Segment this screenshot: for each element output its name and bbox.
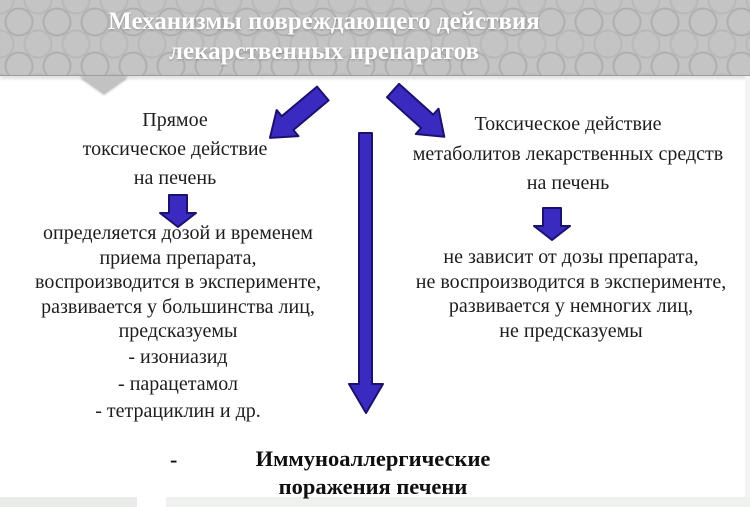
arrow-down-long-icon [348, 132, 384, 414]
arrow-down-left-icon [268, 85, 330, 139]
bottom-dash: - [170, 447, 178, 472]
bottom-heading-line1: Иммуноаллергические [255, 446, 491, 471]
slide-header: Механизмы повреждающего действия лекарст… [0, 0, 750, 76]
header-notch [80, 76, 128, 93]
right-detail-line: не предсказуемы [499, 319, 643, 342]
left-example-item: - парацетамол [118, 372, 238, 395]
bottom-heading: Иммуноаллергические поражения печени [170, 445, 576, 501]
right-detail-line: не зависит от дозы препарата, [443, 246, 699, 268]
left-detail-line: предсказуемы [118, 320, 238, 342]
right-details: не зависит от дозы препарата, не воспрои… [395, 245, 747, 343]
left-heading: Прямое токсическое действие на печень [30, 106, 320, 193]
right-edge-strip [745, 76, 750, 507]
arrow-down-right-icon [385, 82, 446, 138]
left-detail-line: определяется дозой и временем [43, 222, 313, 244]
slide-title-line1: Механизмы повреждающего действия [108, 8, 540, 35]
left-heading-line: Прямое [142, 109, 208, 131]
footer-strip-left [0, 497, 137, 507]
right-heading-line: метаболитов лекарственных средств [412, 142, 724, 165]
slide-title-line2: лекарственных препаратов [169, 38, 479, 65]
right-heading-line: на печень [526, 172, 610, 194]
left-example-item: - тетрациклин и др. [95, 399, 261, 422]
left-detail-line: воспроизводится в эксперименте, [35, 271, 321, 293]
left-heading-line: на печень [133, 167, 217, 189]
left-details: определяется дозой и временем приема пре… [0, 221, 356, 425]
arrow-down-icon [533, 207, 571, 241]
left-example-item: - изониазид [128, 345, 228, 368]
right-detail-line: не воспроизводится в эксперименте, [415, 270, 727, 293]
arrow-down-icon [159, 194, 197, 228]
right-heading-line: Токсическое действие [474, 113, 662, 135]
left-detail-line: приема препарата, [99, 246, 257, 269]
footer-strip-right [166, 497, 750, 507]
left-heading-line: токсическое действие [82, 138, 268, 160]
left-detail-line: развивается у большинства лиц, [41, 295, 315, 318]
right-detail-line: развивается у немногих лиц, [448, 295, 694, 317]
right-heading: Токсическое действие метаболитов лекарст… [392, 110, 744, 199]
bottom-heading-line2: поражения печени [278, 474, 468, 499]
slide-title: Механизмы повреждающего действия лекарст… [0, 7, 648, 67]
